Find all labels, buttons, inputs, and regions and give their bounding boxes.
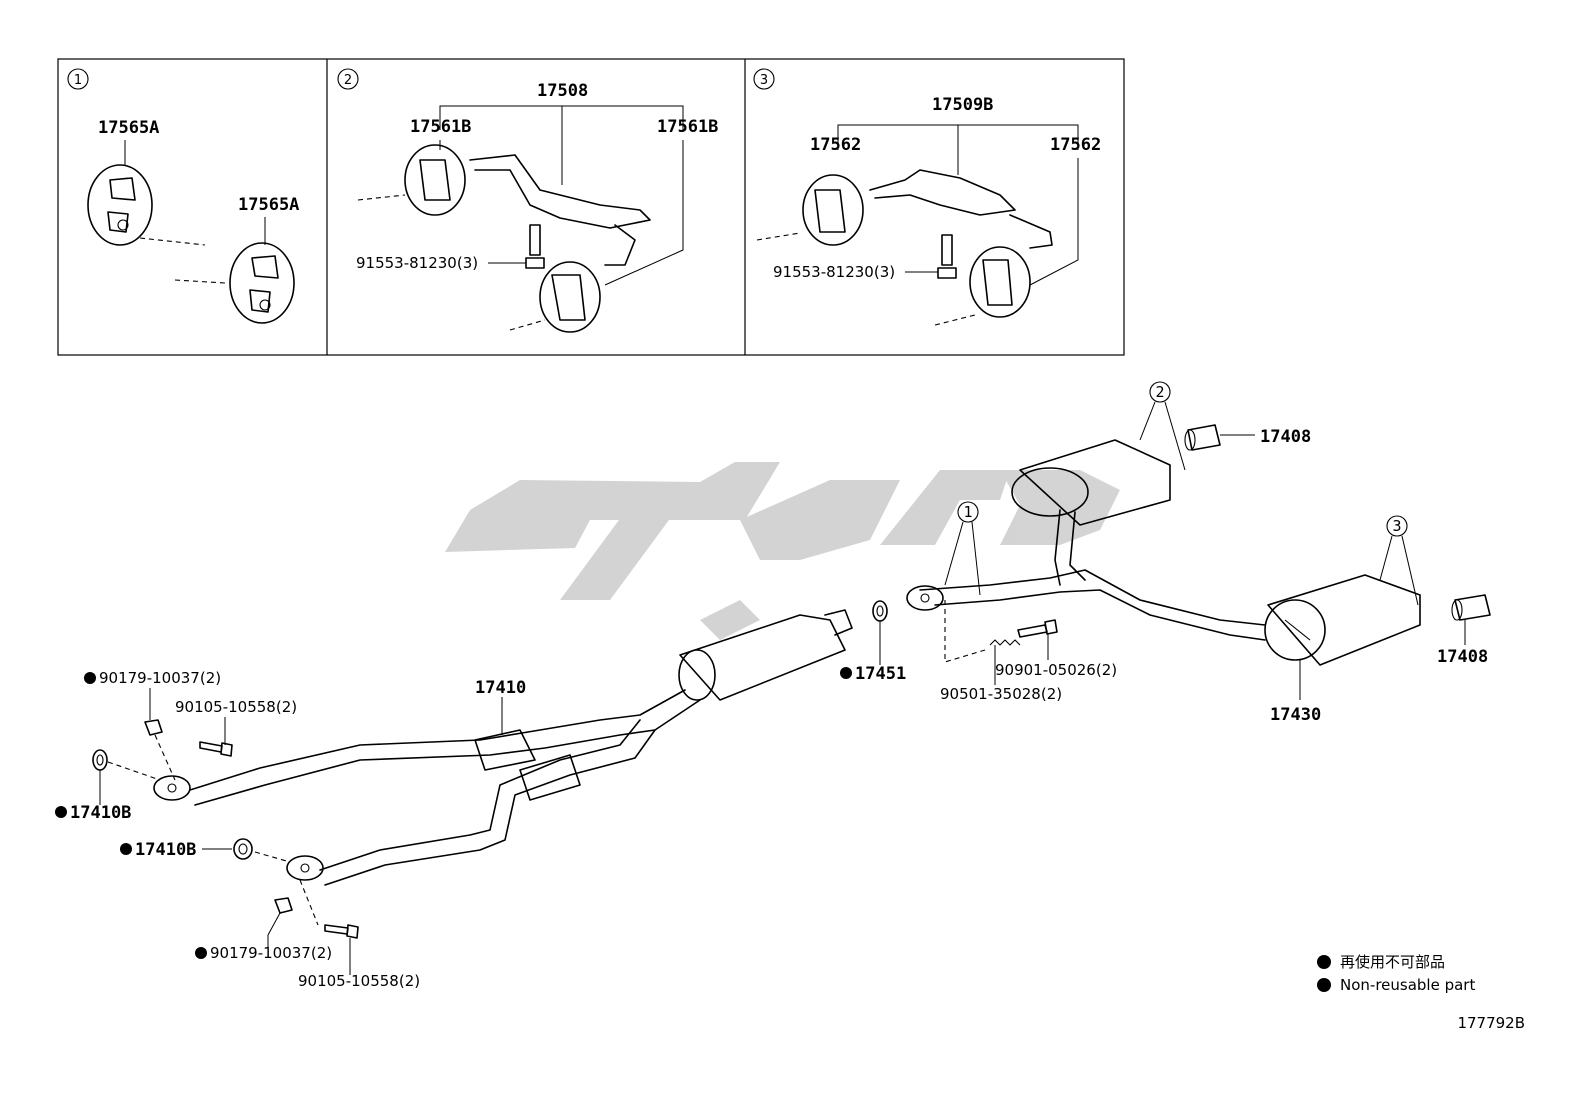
inset-2: 2 17508 17561B 17561B 91553-81230(3): [337, 68, 718, 333]
watermark-logo: [445, 462, 1120, 640]
label-17410B-lower: 17410B: [135, 840, 196, 860]
callout-1: 1: [963, 503, 972, 521]
tail-pipe-upper-icon: [1184, 424, 1221, 451]
label-17562-right: 17562: [1050, 135, 1101, 155]
rubber-mount-icon: [969, 246, 1031, 318]
nut-icon: [144, 719, 163, 736]
rubber-mount-icon: [87, 164, 153, 246]
label-90901-05026: 90901-05026(2): [995, 661, 1117, 679]
label-17408-upper: 17408: [1260, 427, 1311, 447]
legend-dot-ja: [1317, 955, 1331, 969]
label-17562-left: 17562: [810, 135, 861, 155]
bolt-icon: [937, 234, 957, 279]
rear-muffler-icon: [1264, 574, 1421, 666]
non-reusable-dot: [84, 672, 96, 684]
hanger-bracket-icon: [469, 154, 651, 266]
non-reusable-dot: [195, 947, 207, 959]
inset-frame: [57, 58, 1125, 356]
label-17451: 17451: [855, 664, 906, 684]
hanger-bracket-icon: [869, 169, 1053, 249]
gasket-icon: [233, 838, 253, 860]
label-17509B: 17509B: [932, 95, 993, 115]
legend-ja: 再使用不可部品: [1340, 953, 1445, 971]
rubber-mount-icon: [404, 144, 466, 216]
front-pipe-assembly: [153, 609, 853, 886]
callout-2: 2: [1155, 383, 1164, 401]
non-reusable-dot: [120, 843, 132, 855]
non-reusable-dot: [55, 806, 67, 818]
label-17561B-right: 17561B: [657, 117, 718, 137]
tail-pipe-right-icon: [1451, 594, 1491, 621]
label-90179-10037-lower: 90179-10037(2): [210, 944, 332, 962]
label-91553-81230-a: 91553-81230(3): [356, 254, 478, 272]
legend: 再使用不可部品 Non-reusable part: [1317, 953, 1475, 994]
label-90105-10558-lower: 90105-10558(2): [298, 972, 420, 990]
label-90501-35028: 90501-35028(2): [940, 685, 1062, 703]
non-reusable-dot: [840, 667, 852, 679]
rubber-mount-icon: [802, 174, 864, 246]
label-17430: 17430: [1270, 705, 1321, 725]
bolt-icon: [199, 741, 233, 757]
legend-dot-en: [1317, 978, 1331, 992]
rear-y-pipe: [906, 569, 1266, 641]
label-17410B-upper: 17410B: [70, 803, 131, 823]
inset-1: 1 17565A 17565A: [67, 68, 299, 324]
label-17565A-b: 17565A: [238, 195, 299, 215]
diagram-code: 177792B: [1457, 1014, 1525, 1032]
inset-2-number: 2: [344, 73, 352, 88]
rubber-mount-icon: [539, 261, 601, 333]
label-17408-right: 17408: [1437, 647, 1488, 667]
inset-3-number: 3: [760, 73, 768, 88]
gasket-icon: [872, 600, 888, 622]
inset-1-number: 1: [74, 73, 82, 88]
callout-3: 3: [1392, 517, 1401, 535]
bolt-icon: [1017, 619, 1058, 638]
gasket-icon: [92, 749, 108, 771]
label-17410: 17410: [475, 678, 526, 698]
label-91553-81230-b: 91553-81230(3): [773, 263, 895, 281]
label-17565A-a: 17565A: [98, 118, 159, 138]
label-90179-10037-upper: 90179-10037(2): [99, 669, 221, 687]
bolt-icon: [324, 924, 359, 939]
label-90105-10558-upper: 90105-10558(2): [175, 698, 297, 716]
nut-icon: [274, 897, 293, 914]
bolt-icon: [525, 224, 545, 269]
legend-en: Non-reusable part: [1340, 976, 1475, 994]
inset-3: 3 17509B 17562 17562 91553-81230(3): [753, 68, 1101, 326]
label-17508: 17508: [537, 81, 588, 101]
spring-icon: [989, 639, 1021, 646]
rubber-mount-icon: [229, 242, 295, 324]
label-17561B-left: 17561B: [410, 117, 471, 137]
